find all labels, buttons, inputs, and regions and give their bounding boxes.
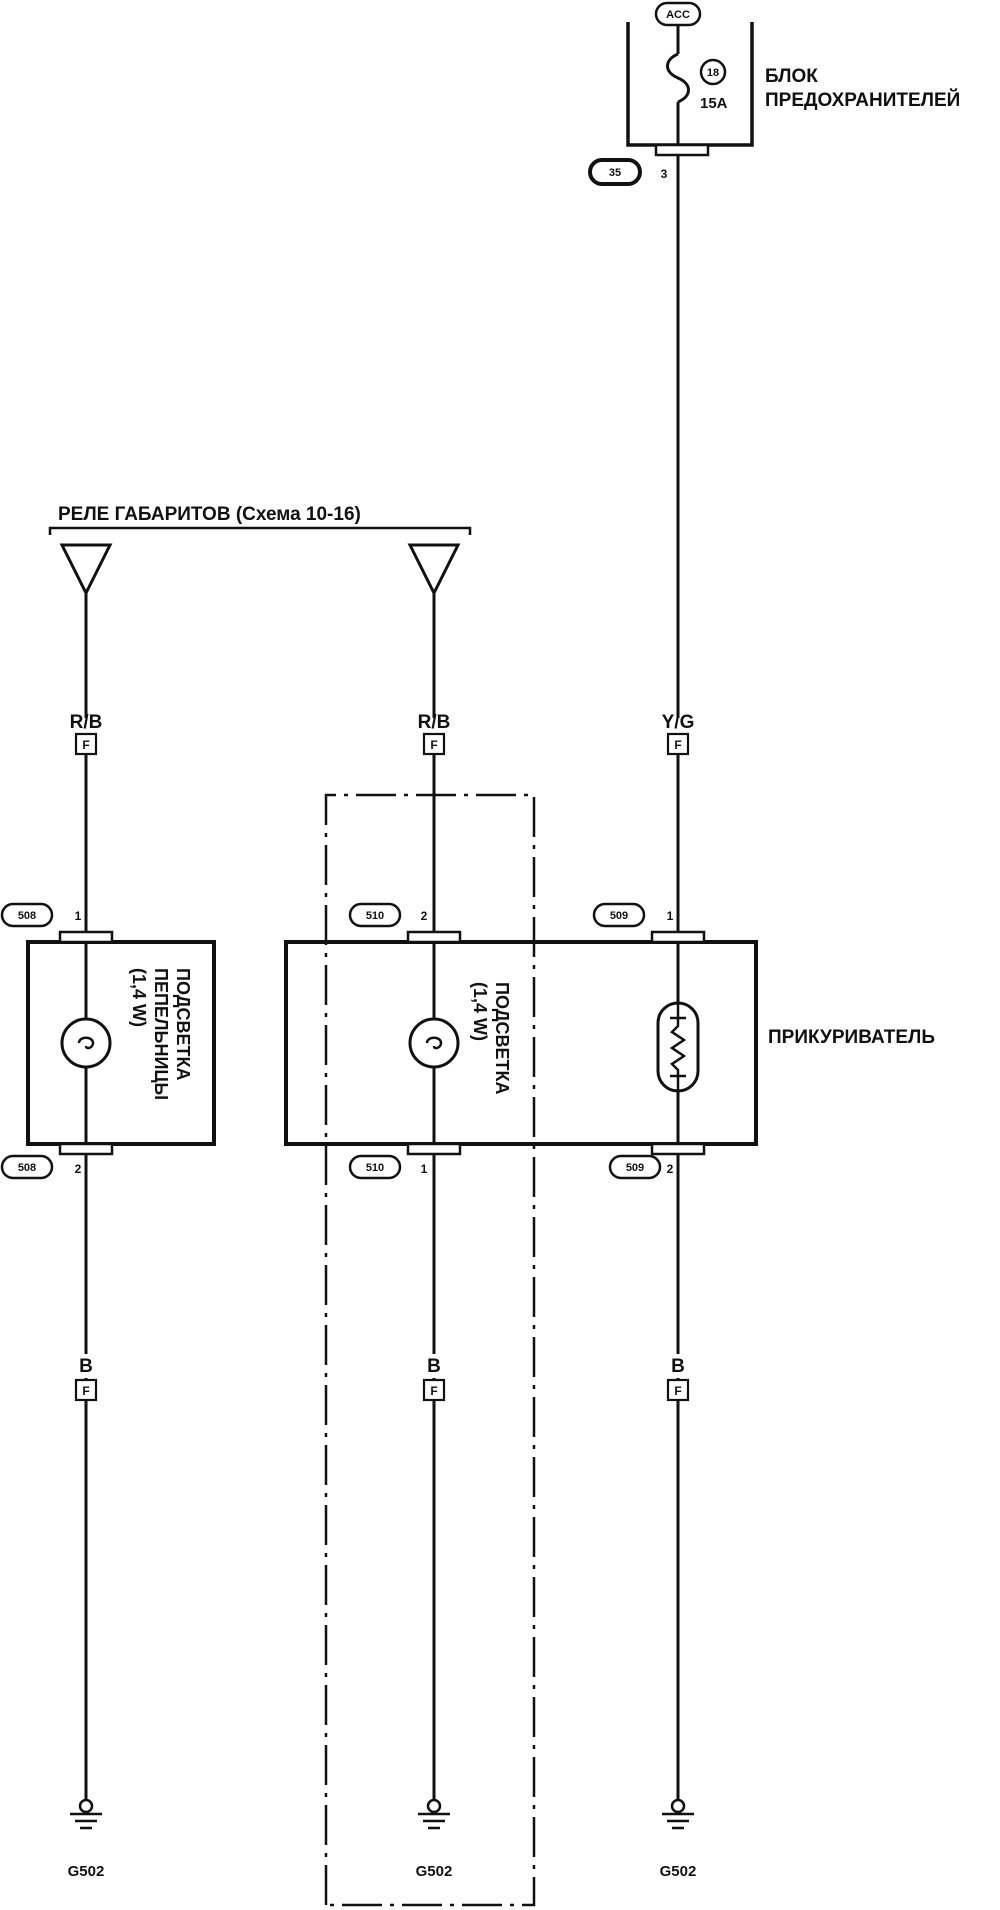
fuse-symbol xyxy=(666,52,690,104)
pin-510-top: 2 xyxy=(421,909,428,923)
fuse-output-pin: 3 xyxy=(661,167,668,181)
fuse-block: ACC 18 15A БЛОК ПРЕДОХРАНИТЕЛЕЙ 35 3 xyxy=(588,1,960,186)
ground-label-right: G502 xyxy=(660,1863,697,1880)
connector-510-top-pill xyxy=(348,902,402,928)
pin-508-bottom: 2 xyxy=(75,1162,82,1176)
connector-35-pill xyxy=(588,158,642,186)
pin-510-bottom: 1 xyxy=(421,1162,428,1176)
ground-left: G502 xyxy=(68,1798,105,1880)
ground-icon xyxy=(70,1798,102,1830)
ground-label-mid: G502 xyxy=(416,1863,453,1880)
connector-508-bottom-pill xyxy=(0,1154,54,1180)
ashtray-lamp-module: 508 1 508 2 ПОДСВЕТКА ПЕПЕЛЬНИЦЫ (1,4 W) xyxy=(0,902,216,1180)
cigarette-lighter-title: ПРИКУРИВАТЕЛЬ xyxy=(768,1027,935,1048)
connector-tag-left-top: F xyxy=(82,738,89,752)
connector-tag-left-bottom: F xyxy=(82,1384,89,1398)
relay-terminal-mid xyxy=(407,543,461,597)
shielded-area xyxy=(324,793,536,1907)
ashtray-lamp-label-3: (1,4 W) xyxy=(129,968,149,1027)
connector-509-bottom: 509 xyxy=(626,1162,644,1174)
wire-color-left-top: R/B xyxy=(70,712,103,733)
fuse-number: 18 xyxy=(707,67,719,79)
wire-color-right-bottom: B xyxy=(671,1356,685,1377)
ground-label-left: G502 xyxy=(68,1863,105,1880)
fuse-block-label-1: БЛОК xyxy=(765,66,818,87)
wire-color-mid-bottom: B xyxy=(427,1356,441,1377)
ashtray-lamp-label-1: ПОДСВЕТКА xyxy=(173,968,193,1081)
pin-509-top: 1 xyxy=(667,909,674,923)
ground-right: G502 xyxy=(660,1798,697,1880)
relay-bracket: РЕЛЕ ГАБАРИТОВ (Схема 10-16) xyxy=(48,504,472,597)
heater-element-icon xyxy=(656,1001,700,1093)
connector-509-bottom-pill xyxy=(608,1154,662,1180)
connector-508-top: 508 xyxy=(18,910,36,922)
ground-icon xyxy=(418,1798,450,1830)
connector-tag-mid-top: F xyxy=(430,738,437,752)
ground-icon xyxy=(662,1798,694,1830)
connector-510-top: 510 xyxy=(366,910,384,922)
connector-508-bottom: 508 xyxy=(18,1162,36,1174)
fuse-number-circle xyxy=(699,58,727,86)
fuse-block-label-2: ПРЕДОХРАНИТЕЛЕЙ xyxy=(765,89,960,111)
connector-510-bottom-pill xyxy=(348,1154,402,1180)
connector-509-top: 509 xyxy=(610,910,628,922)
wire-labels-bottom: B F B F B F xyxy=(74,1354,690,1402)
wire-color-mid-top: R/B xyxy=(418,712,451,733)
connector-tag-mid-bottom: F xyxy=(430,1384,437,1398)
wire-color-right-top: Y/G xyxy=(662,712,695,733)
ground-mid: G502 xyxy=(416,1798,453,1880)
pin-508-top: 1 xyxy=(75,909,82,923)
lighter-lamp-label-1: ПОДСВЕТКА xyxy=(492,982,512,1095)
wire-labels-top: R/B F R/B F Y/G F xyxy=(70,712,704,756)
cigarette-lighter-module: ПРИКУРИВАТЕЛЬ 510 2 510 1 ПОДСВЕТКА (1,4… xyxy=(284,902,935,1180)
bulb-icon xyxy=(60,1017,112,1069)
relay-label: РЕЛЕ ГАБАРИТОВ (Схема 10-16) xyxy=(58,504,361,525)
bulb-icon xyxy=(408,1017,460,1069)
connector-35-label: 35 xyxy=(609,167,621,179)
connector-509-top-pill xyxy=(592,902,646,928)
wire-color-left-bottom: B xyxy=(79,1356,93,1377)
lighter-lamp-label-2: (1,4 W) xyxy=(470,982,490,1041)
connector-tag-right-top: F xyxy=(674,738,681,752)
connector-tag-right-bottom: F xyxy=(674,1384,681,1398)
pin-509-bottom: 2 xyxy=(667,1162,674,1176)
connector-510-bottom: 510 xyxy=(366,1162,384,1174)
fuse-rating: 15A xyxy=(700,95,728,112)
connector-508-top-pill xyxy=(0,902,54,928)
ashtray-lamp-label-2: ПЕПЕЛЬНИЦЫ xyxy=(151,968,171,1100)
acc-label: ACC xyxy=(666,9,690,21)
relay-terminal-left xyxy=(59,543,113,597)
